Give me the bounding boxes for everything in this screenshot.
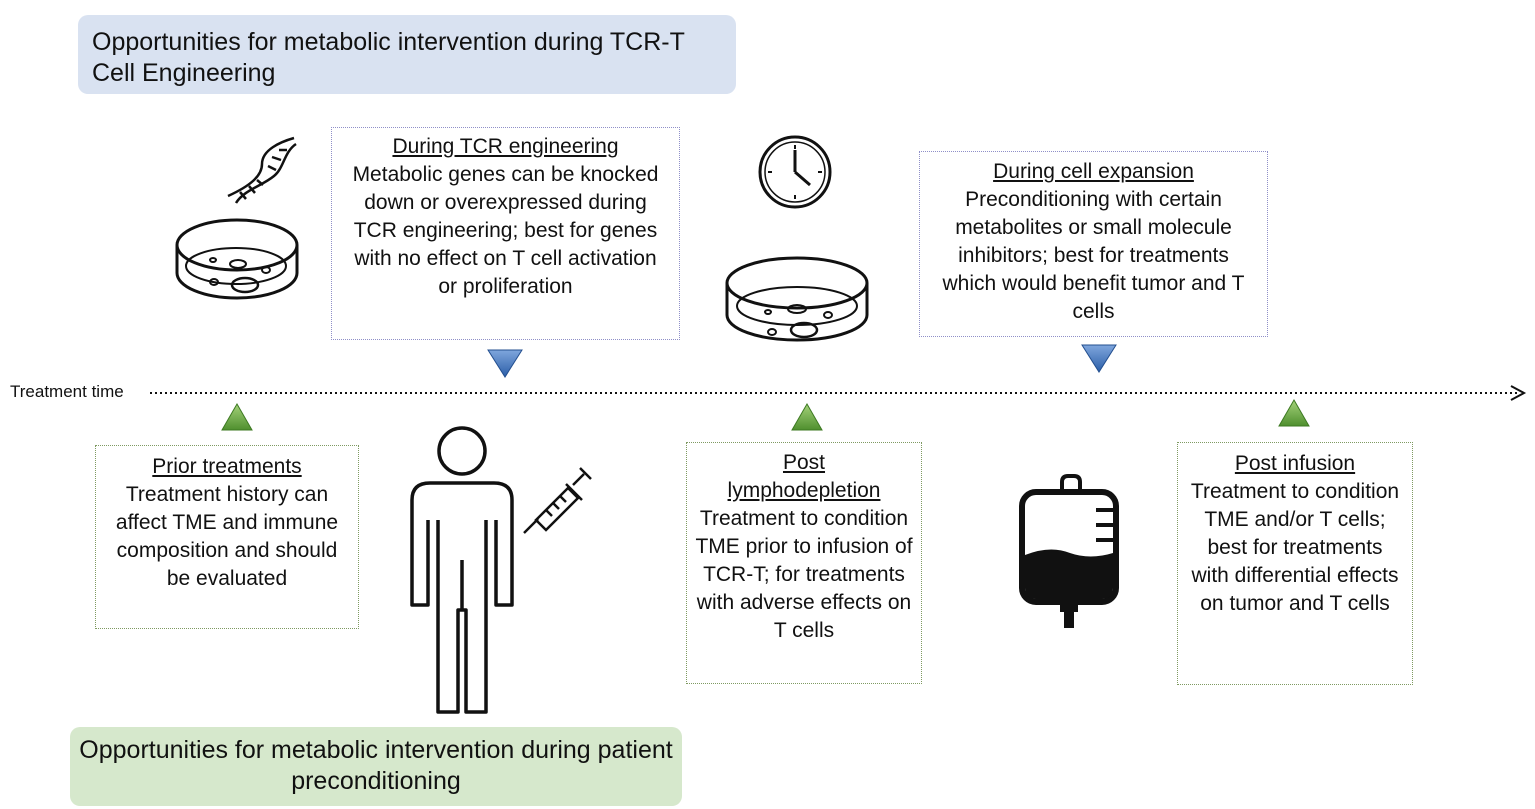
green-marker: [221, 402, 253, 431]
step-text: Preconditioning with certain metabolites…: [942, 188, 1245, 323]
top-banner-title: Opportunities for metabolic intervention…: [92, 28, 685, 87]
step-heading: During cell expansion: [993, 160, 1194, 183]
step-heading: Prior treatments: [152, 455, 302, 478]
bottom-banner: Opportunities for metabolic intervention…: [70, 727, 682, 806]
syringe-icon: [523, 467, 592, 534]
step-post-infusion: Post infusion Treatment to condition TME…: [1177, 442, 1413, 685]
step-tcr-engineering: During TCR engineering Metabolic genes c…: [331, 127, 680, 340]
step-text: Treatment history can affect TME and imm…: [115, 483, 339, 590]
blue-marker: [1081, 344, 1117, 373]
green-marker: [1278, 398, 1310, 427]
timeline-arrow: [150, 385, 1527, 401]
step-text: Metabolic genes can be knocked down or o…: [352, 163, 659, 298]
person-icon: [410, 426, 514, 714]
top-banner: Opportunities for metabolic intervention…: [78, 15, 736, 94]
step-heading: Post lymphodepletion: [727, 451, 881, 502]
step-post-lymphodepletion: Post lymphodepletion Treatment to condit…: [686, 442, 922, 684]
blue-marker: [487, 349, 523, 378]
step-text: Treatment to condition TME and/or T cell…: [1190, 480, 1400, 615]
petri-dish-icon: [725, 256, 869, 342]
iv-bag-icon: [1019, 474, 1119, 628]
clock-icon: [758, 135, 832, 209]
dna-icon: [227, 136, 297, 204]
bottom-banner-title: Opportunities for metabolic intervention…: [79, 736, 673, 795]
step-prior-treatments: Prior treatments Treatment history can a…: [95, 445, 359, 629]
timeline-label: Treatment time: [10, 382, 124, 401]
step-heading: Post infusion: [1234, 452, 1356, 475]
petri-dish-icon: [175, 218, 299, 300]
green-marker: [791, 402, 823, 431]
step-text: Treatment to condition TME prior to infu…: [695, 507, 913, 642]
step-cell-expansion: During cell expansion Preconditioning wi…: [919, 151, 1268, 337]
step-heading: During TCR engineering: [392, 135, 619, 158]
